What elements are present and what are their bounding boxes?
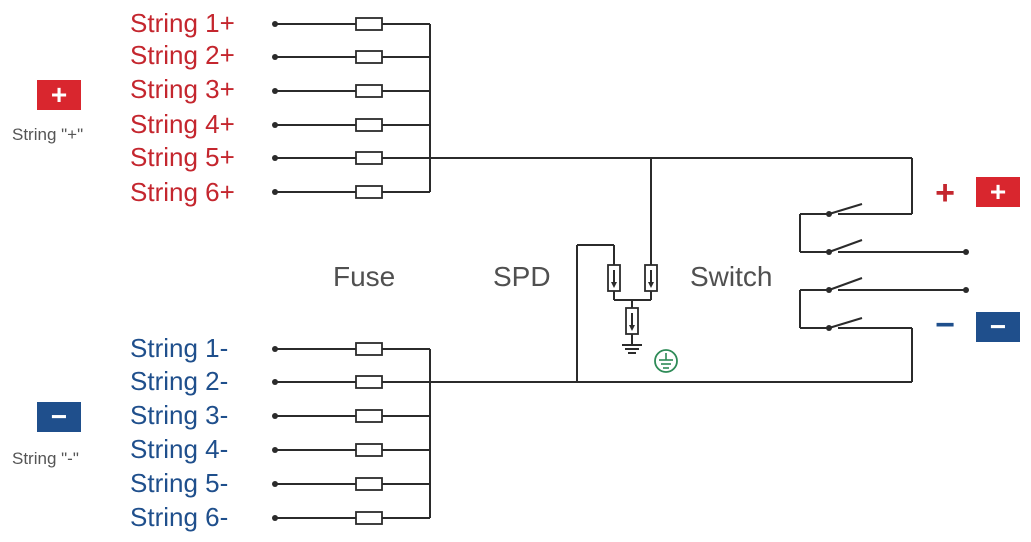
string-label-3-plus: String 3+ <box>130 74 235 104</box>
fuse-1-plus <box>355 17 383 31</box>
spd-section-label: SPD <box>493 261 551 292</box>
negative-string-labels: String 1- String 2- String 3- String 4- … <box>130 333 228 532</box>
minus-badge-box <box>37 402 81 432</box>
string-label-3-minus: String 3- <box>130 400 228 430</box>
string-minus-badge: − <box>37 401 81 432</box>
fuse-5-minus <box>355 477 383 491</box>
string-label-4-plus: String 4+ <box>130 109 235 139</box>
string-minus-caption: String "-" <box>12 449 79 468</box>
string-label-2-minus: String 2- <box>130 366 228 396</box>
ground-icon <box>622 344 642 354</box>
protective-earth-icon <box>654 349 678 373</box>
switch-blade-lower <box>828 277 863 291</box>
string-label-4-minus: String 4- <box>130 434 228 464</box>
negative-fuse-bank <box>272 342 431 525</box>
output-minus-badge-symbol: − <box>990 311 1006 342</box>
fuse-4-plus <box>355 118 383 132</box>
fuse-4-minus <box>355 443 383 457</box>
fuse-1-minus <box>355 342 383 356</box>
fuse-3-plus <box>355 84 383 98</box>
string-label-2-plus: String 2+ <box>130 40 235 70</box>
fuse-6-minus <box>355 511 383 525</box>
fuse-2-plus <box>355 50 383 64</box>
string-label-5-minus: String 5- <box>130 468 228 498</box>
output-terminal-upper <box>963 249 969 255</box>
output-minus-sign: − <box>935 306 955 344</box>
minus-badge-symbol: − <box>51 401 67 432</box>
string-plus-caption: String "+" <box>12 125 83 144</box>
fuse-2-minus <box>355 375 383 389</box>
plus-badge-box <box>37 80 81 110</box>
string-label-5-plus: String 5+ <box>130 142 235 172</box>
fuse-6-plus <box>355 185 383 199</box>
negative-main-line <box>430 327 913 383</box>
string-label-1-plus: String 1+ <box>130 8 235 38</box>
string-label-6-minus: String 6- <box>130 502 228 532</box>
string-label-1-minus: String 1- <box>130 333 228 363</box>
string-plus-badge: + <box>37 79 81 110</box>
string-label-6-plus: String 6+ <box>130 177 235 207</box>
fuse-3-minus <box>355 409 383 423</box>
dc-disconnect-switch <box>799 203 969 331</box>
fuse-5-plus <box>355 151 383 165</box>
output-plus-badge-symbol: + <box>990 176 1006 207</box>
switch-section-label: Switch <box>690 261 772 292</box>
output-plus-sign: + <box>935 174 955 212</box>
positive-main-line <box>430 157 913 215</box>
output-minus-badge: − <box>976 311 1020 342</box>
output-terminal-lower <box>963 287 969 293</box>
plus-badge-symbol: + <box>51 79 67 110</box>
spd-surge-protector <box>576 158 678 382</box>
positive-string-labels: String 1+ String 2+ String 3+ String 4+ … <box>130 8 235 207</box>
fuse-section-label: Fuse <box>333 261 395 292</box>
switch-blade-upper <box>828 239 863 253</box>
positive-fuse-bank <box>272 17 431 199</box>
output-plus-badge: + <box>976 176 1020 207</box>
